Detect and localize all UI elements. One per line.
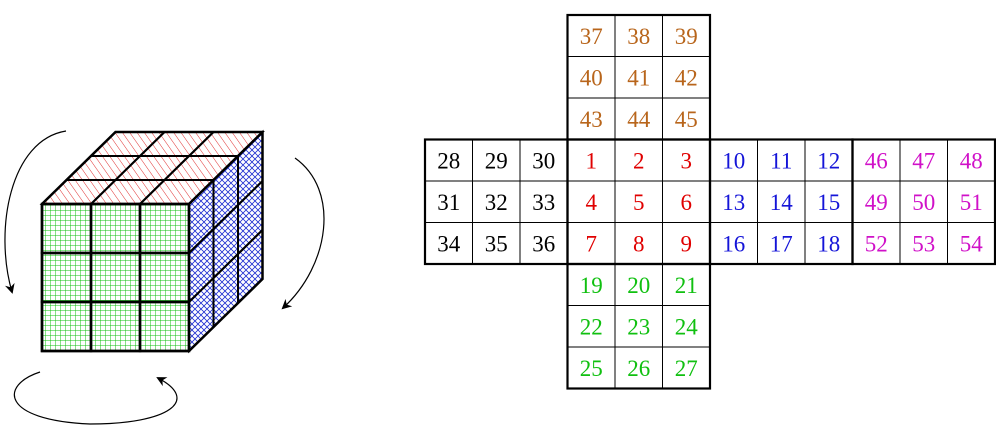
net-number: 51 bbox=[960, 190, 983, 215]
net-number: 15 bbox=[817, 190, 840, 215]
net-number: 5 bbox=[633, 190, 645, 215]
net-number: 6 bbox=[681, 190, 693, 215]
net-number: 9 bbox=[681, 231, 693, 256]
rotate-right-arrow bbox=[281, 157, 325, 310]
net-number: 10 bbox=[722, 148, 745, 173]
net-number: 45 bbox=[675, 107, 698, 132]
net-number: 36 bbox=[532, 231, 555, 256]
net-number: 33 bbox=[532, 190, 555, 215]
rotation-arrows bbox=[4, 130, 325, 425]
net-number: 50 bbox=[912, 190, 935, 215]
net-number: 3 bbox=[681, 148, 693, 173]
rotate-left-arrow bbox=[4, 130, 67, 294]
net-number: 18 bbox=[817, 231, 840, 256]
net-number: 20 bbox=[627, 273, 650, 298]
net-number: 44 bbox=[627, 107, 651, 132]
cube-outline bbox=[40, 130, 264, 353]
net-number: 12 bbox=[817, 148, 840, 173]
net-number: 11 bbox=[770, 148, 792, 173]
net-number: 54 bbox=[960, 231, 984, 256]
net-number: 52 bbox=[865, 231, 888, 256]
net-number: 38 bbox=[627, 24, 650, 49]
net-number: 43 bbox=[580, 107, 603, 132]
net-number: 13 bbox=[722, 190, 745, 215]
net-number: 42 bbox=[675, 65, 698, 90]
net-number: 29 bbox=[485, 148, 508, 173]
net-number: 24 bbox=[675, 314, 699, 339]
net-number: 49 bbox=[865, 190, 888, 215]
net-face-bottom bbox=[566, 262, 712, 390]
net-number: 17 bbox=[770, 231, 793, 256]
net-number: 4 bbox=[586, 190, 598, 215]
net-number: 47 bbox=[912, 148, 935, 173]
net-number: 23 bbox=[627, 314, 650, 339]
net-number: 39 bbox=[675, 24, 698, 49]
net-number: 26 bbox=[627, 356, 650, 381]
net-number: 30 bbox=[532, 148, 555, 173]
net-number: 28 bbox=[437, 148, 460, 173]
net-number: 1 bbox=[586, 148, 598, 173]
net-number: 41 bbox=[627, 65, 650, 90]
net-number: 37 bbox=[580, 24, 603, 49]
net-number: 2 bbox=[633, 148, 645, 173]
cube bbox=[39, 129, 265, 354]
net-number: 40 bbox=[580, 65, 603, 90]
net-number: 34 bbox=[437, 231, 461, 256]
net-number: 53 bbox=[912, 231, 935, 256]
net-number: 48 bbox=[960, 148, 983, 173]
cube-front-cell bbox=[89, 300, 142, 353]
net-number: 25 bbox=[580, 356, 603, 381]
net-number: 31 bbox=[437, 190, 460, 215]
net-number: 32 bbox=[485, 190, 508, 215]
net-number: 46 bbox=[865, 148, 888, 173]
cube-edge bbox=[188, 131, 264, 205]
net-number: 7 bbox=[586, 231, 598, 256]
net-face-back bbox=[851, 138, 996, 266]
net-number: 19 bbox=[580, 273, 603, 298]
net-number: 27 bbox=[675, 356, 698, 381]
net-number: 14 bbox=[770, 190, 794, 215]
net-number: 16 bbox=[722, 231, 745, 256]
net-number: 22 bbox=[580, 314, 603, 339]
net-number: 21 bbox=[675, 273, 698, 298]
rotate-bottom-arrow bbox=[13, 371, 178, 425]
net-number: 35 bbox=[485, 231, 508, 256]
net-number: 8 bbox=[633, 231, 645, 256]
